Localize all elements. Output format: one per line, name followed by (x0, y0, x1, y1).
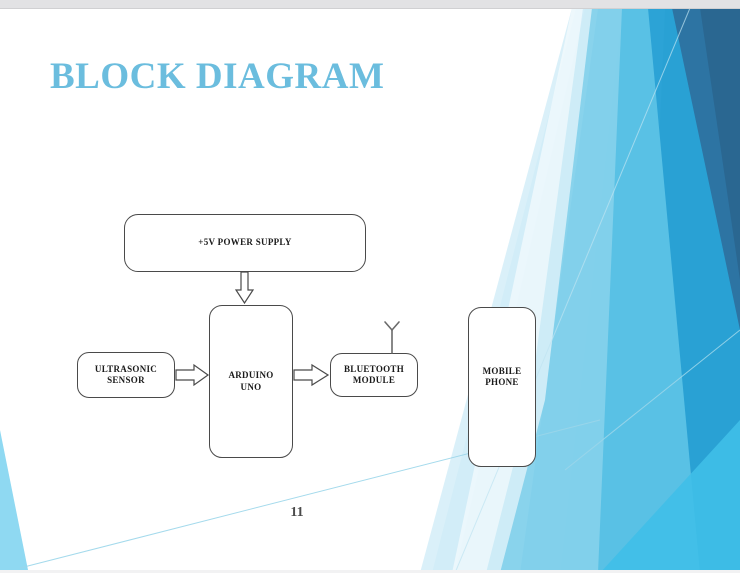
block-bluetooth-module-line1: BLUETOOTH (343, 363, 405, 374)
decor-shape-sky-blue (455, 8, 700, 573)
arrow-ultrasonic-to-arduino (175, 363, 210, 387)
decor-shape-cyan-lower (600, 420, 740, 573)
block-bluetooth-module-line2: MODULE (352, 375, 396, 385)
page-title: BLOCK DIAGRAM (50, 56, 385, 97)
antenna-arm-left (384, 321, 393, 331)
decor-hairline-diagonal (454, 7, 691, 573)
decor-shape-light-blue (432, 8, 622, 573)
arrow-arduino-to-bluetooth (293, 363, 330, 387)
decor-shape-mid-blue (520, 8, 740, 573)
slide-number: 11 (290, 505, 304, 520)
decor-shape-pale-blue (420, 8, 592, 573)
block-arduino-uno-line2: UNO (240, 381, 262, 392)
block-power-supply-label: +5V POWER SUPPLY (198, 237, 292, 248)
block-ultrasonic-sensor-label: ULTRASONIC SENSOR (95, 364, 157, 387)
block-arduino-uno-label: ARDUINO UNO (228, 370, 273, 393)
block-bluetooth-module-label: BLUETOOTH MODULE (344, 364, 404, 387)
decor-left-wedge (0, 430, 28, 570)
decor-shape-deep-blue (560, 8, 740, 573)
block-ultrasonic-sensor: ULTRASONIC SENSOR (77, 352, 175, 398)
block-arduino-uno: ARDUINO UNO (209, 305, 293, 458)
block-ultrasonic-sensor-line2: SENSOR (107, 375, 145, 385)
block-bluetooth-module: BLUETOOTH MODULE (330, 353, 418, 397)
block-mobile-phone: MOBILE PHONE (468, 307, 536, 467)
decor-shape-white-sliver (452, 8, 583, 573)
arrow-power-to-arduino (234, 271, 255, 305)
decor-shape-navy (640, 8, 740, 573)
decor-hairline-upper (564, 329, 740, 471)
top-chrome-band (0, 0, 740, 8)
antenna-arm-right (391, 321, 400, 331)
block-mobile-phone-line1: MOBILE (482, 366, 522, 376)
block-arduino-uno-line1: ARDUINO (228, 370, 274, 381)
top-chrome-divider (0, 8, 740, 9)
block-ultrasonic-sensor-line1: ULTRASONIC (94, 363, 158, 374)
block-mobile-phone-line2: PHONE (485, 377, 519, 388)
bottom-chrome-divider (0, 570, 740, 573)
block-mobile-phone-label: MOBILE PHONE (483, 366, 522, 389)
block-power-supply: +5V POWER SUPPLY (124, 214, 366, 272)
antenna-icon (384, 321, 400, 354)
